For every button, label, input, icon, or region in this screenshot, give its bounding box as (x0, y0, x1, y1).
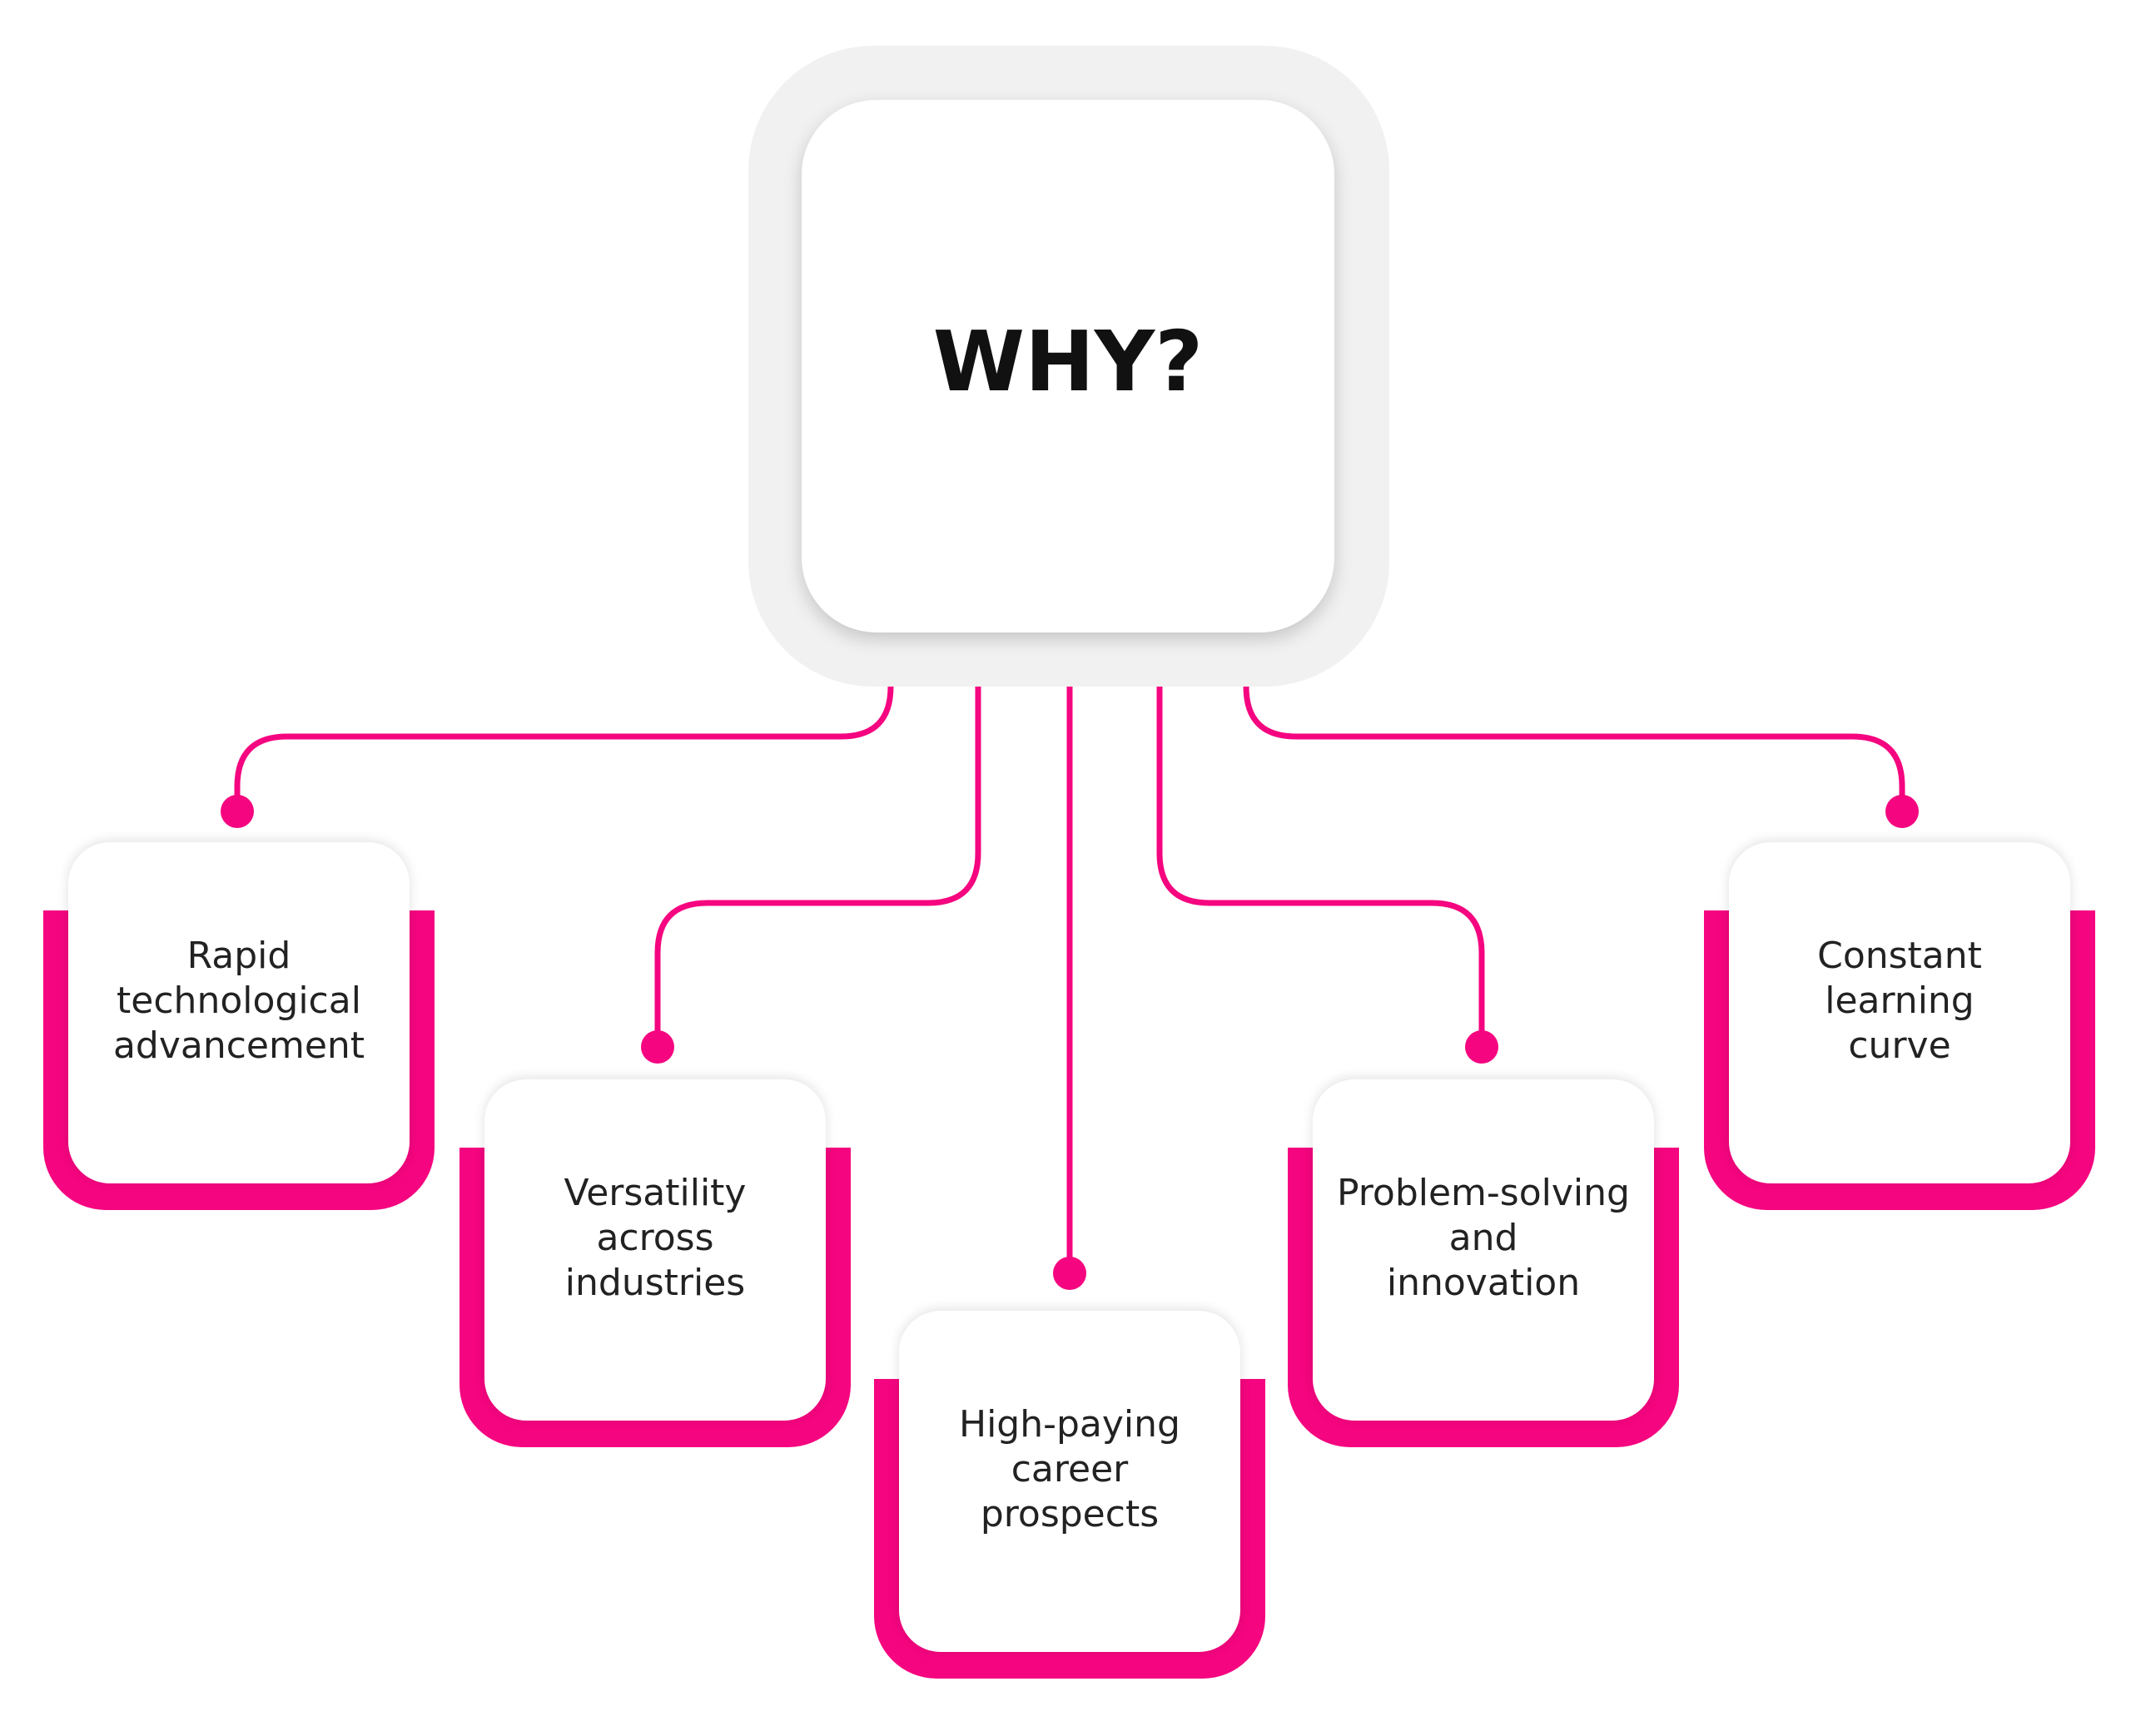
connector-dot-5 (1885, 795, 1919, 828)
card-4: Problem-solving and innovation (1288, 1079, 1679, 1447)
card-1-face (68, 842, 410, 1183)
card-1: Rapid technological advancement (43, 842, 435, 1210)
connector-dot-3 (1053, 1257, 1086, 1290)
card-5: Constant learning curve (1704, 842, 2095, 1210)
connector-5 (1243, 629, 1905, 815)
connector-2 (654, 629, 981, 1050)
card-4-face (1313, 1079, 1654, 1421)
card-1-label: Rapid technological advancement (112, 935, 365, 1067)
card-3-label: High-paying career prospects (959, 1403, 1180, 1535)
card-3: High-paying career prospects (874, 1311, 1265, 1679)
card-2-face (484, 1079, 826, 1421)
card-5-label: Constant learning curve (1817, 935, 1982, 1067)
card-2: Versatility across industries (459, 1079, 851, 1447)
card-4-label: Problem-solving and innovation (1337, 1172, 1630, 1304)
connector-1 (234, 629, 894, 815)
connector-4 (1156, 629, 1485, 1050)
card-3-face (899, 1311, 1240, 1652)
hub-title: WHY? (932, 313, 1204, 410)
connector-dot-1 (221, 795, 254, 828)
card-5-face (1729, 842, 2070, 1183)
card-2-label: Versatility across industries (564, 1172, 747, 1304)
hub-box (802, 100, 1334, 632)
connector-dot-4 (1465, 1030, 1498, 1064)
connector-dot-2 (641, 1030, 674, 1064)
